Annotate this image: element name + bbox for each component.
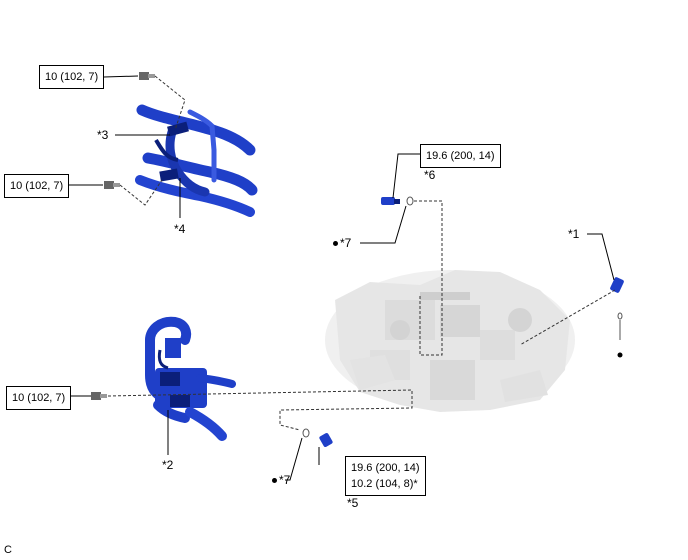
gasket-6 xyxy=(406,196,414,206)
torque-box-sensor-6: 19.6 (200, 14) xyxy=(420,144,501,168)
bullet-icon xyxy=(272,478,277,484)
callout-5: *5 xyxy=(347,496,359,510)
torque-box-sensor-5: 19.6 (200, 14) 10.2 (104, 8)* xyxy=(345,456,426,496)
torque-box-bolt-top: 10 (102, 7) xyxy=(39,65,105,89)
sensor-1 xyxy=(610,277,624,293)
bullet-icon xyxy=(333,241,338,247)
callout-7-upper-label: *7 xyxy=(340,236,352,250)
gasket-5 xyxy=(302,428,310,438)
callout-4: *4 xyxy=(174,222,186,236)
torque-value-5b: 10.2 (104, 8)* xyxy=(351,478,418,490)
callout-1: *1 xyxy=(568,227,580,241)
callout-7-lower-label: *7 xyxy=(279,473,291,487)
callout-7-lower: *7 xyxy=(272,473,290,487)
bolt-low xyxy=(91,392,107,400)
bullet-1 xyxy=(617,352,623,358)
torque-value-5a: 19.6 (200, 14) xyxy=(351,462,420,474)
engine-background xyxy=(325,270,575,412)
figure-corner-label: C xyxy=(4,544,12,556)
dashed-leaders xyxy=(107,75,616,431)
torque-box-bolt-low: 10 (102, 7) xyxy=(6,386,72,410)
sensor-5 xyxy=(319,433,333,447)
sensor-6 xyxy=(381,197,400,205)
bolt-top xyxy=(139,72,155,80)
lower-harness-assembly xyxy=(145,316,236,441)
torque-box-bolt-mid: 10 (102, 7) xyxy=(4,174,70,198)
callout-3: *3 xyxy=(97,128,109,142)
gasket-1 xyxy=(617,312,623,320)
callout-7-upper: *7 xyxy=(333,236,351,250)
callout-2: *2 xyxy=(162,458,174,472)
bolt-mid xyxy=(104,181,120,189)
solid-leaders xyxy=(68,75,615,481)
callout-6: *6 xyxy=(424,168,436,182)
upper-bracket-assembly xyxy=(135,104,258,217)
